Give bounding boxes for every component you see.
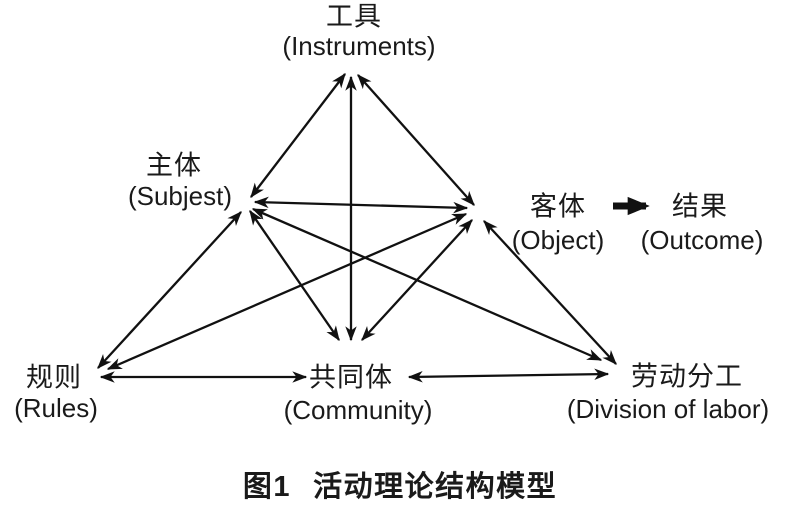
tools-label-zh: 工具 xyxy=(326,1,382,32)
rules-label-en: (Rules) xyxy=(14,393,98,423)
edge-subject-tools xyxy=(250,73,346,198)
edge-rules-object xyxy=(106,212,468,371)
figure-caption-title: 活动理论结构模型 xyxy=(313,471,558,503)
edge-subject-object xyxy=(253,196,469,214)
outcome-label-en: (Outcome) xyxy=(640,225,764,255)
figure-caption: 图1 活动理论结构模型 xyxy=(243,463,557,505)
edge-subject-rules xyxy=(97,211,242,369)
rules-label-zh: 规则 xyxy=(26,362,82,393)
community-label-zh: 共同体 xyxy=(309,362,393,393)
object-label-en: (Object) xyxy=(511,225,605,255)
outcome-label-zh: 结果 xyxy=(672,191,728,222)
division-label-zh: 劳动分工 xyxy=(631,361,743,392)
edge-community-division xyxy=(407,368,610,383)
subject-label-zh: 主体 xyxy=(146,150,202,181)
edge-object-division xyxy=(483,220,617,365)
subject-label-en: (Subjest) xyxy=(127,181,233,211)
tools-label-en: (Instruments) xyxy=(282,31,436,61)
edge-tools-object xyxy=(357,74,475,206)
figure-caption-number: 图1 xyxy=(242,471,292,503)
object-label-zh: 客体 xyxy=(530,191,586,222)
division-label-en: (Division of labor) xyxy=(566,394,770,424)
community-label-en: (Community) xyxy=(283,395,433,425)
